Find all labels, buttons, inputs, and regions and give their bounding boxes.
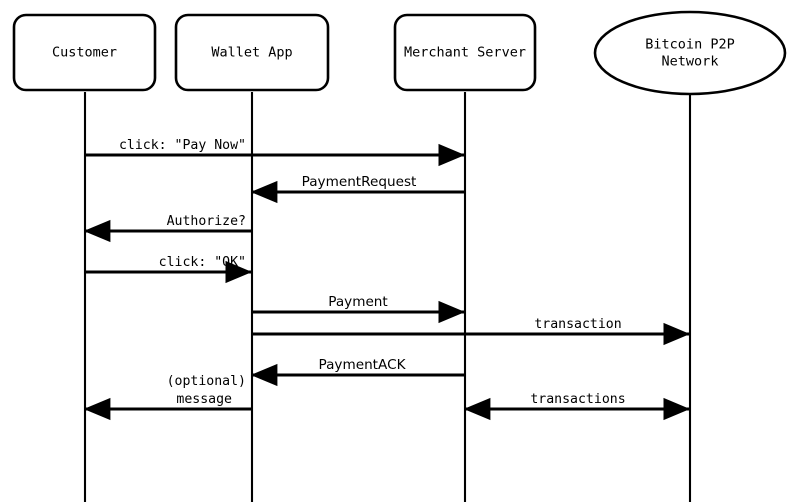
msg-optional-message-label: message — [176, 392, 232, 407]
msg-transaction-label: transaction — [534, 317, 621, 332]
actor-shape-wallet — [174, 13, 330, 92]
actor-label-network: Bitcoin P2P — [645, 37, 734, 53]
actor-merchant[interactable]: Merchant Server — [393, 13, 537, 92]
msg-click-ok[interactable]: click: "OK" — [85, 255, 252, 284]
msg-click-ok-label: click: "OK" — [159, 255, 246, 270]
actor-label-customer: Customer — [52, 45, 117, 61]
messages-group: click: "Pay Now" PaymentRequestAuthorize?… — [83, 138, 690, 421]
lifelines-group — [83, 92, 692, 502]
actor-label-merchant: Merchant Server — [404, 45, 526, 61]
msg-payment-request[interactable]: PaymentRequest — [250, 174, 465, 204]
actor-label-wallet: Wallet App — [211, 45, 292, 61]
actor-wallet[interactable]: Wallet App — [174, 13, 330, 92]
actor-shape-merchant — [393, 13, 537, 92]
msg-authorize-label: Authorize? — [167, 214, 246, 229]
msg-transaction[interactable]: transaction — [252, 317, 690, 346]
msg-click-pay-now[interactable]: click: "Pay Now" — [85, 138, 465, 167]
msg-payment[interactable]: Payment — [252, 294, 465, 324]
actor-customer[interactable]: Customer — [12, 13, 157, 92]
msg-optional-message-label: (optional) — [167, 374, 246, 389]
msg-payment-request-label: PaymentRequest — [302, 174, 417, 190]
msg-payment-ack[interactable]: PaymentACK — [250, 357, 465, 387]
actor-shape-customer — [12, 13, 157, 92]
msg-transactions-label: transactions — [530, 392, 625, 407]
actors-group: Customer Wallet App Merchant Server Bitcoin… — [12, 10, 787, 96]
msg-optional-message[interactable]: (optional) message — [83, 374, 252, 421]
actor-shape-network — [593, 10, 787, 96]
msg-click-pay-now-label: click: "Pay Now" — [119, 138, 246, 153]
msg-authorize[interactable]: Authorize? — [83, 214, 252, 243]
msg-payment-label: Payment — [328, 294, 388, 310]
actor-label-network: Network — [662, 54, 719, 70]
msg-payment-ack-label: PaymentACK — [319, 357, 407, 373]
msg-transactions[interactable]: transactions — [463, 392, 690, 421]
